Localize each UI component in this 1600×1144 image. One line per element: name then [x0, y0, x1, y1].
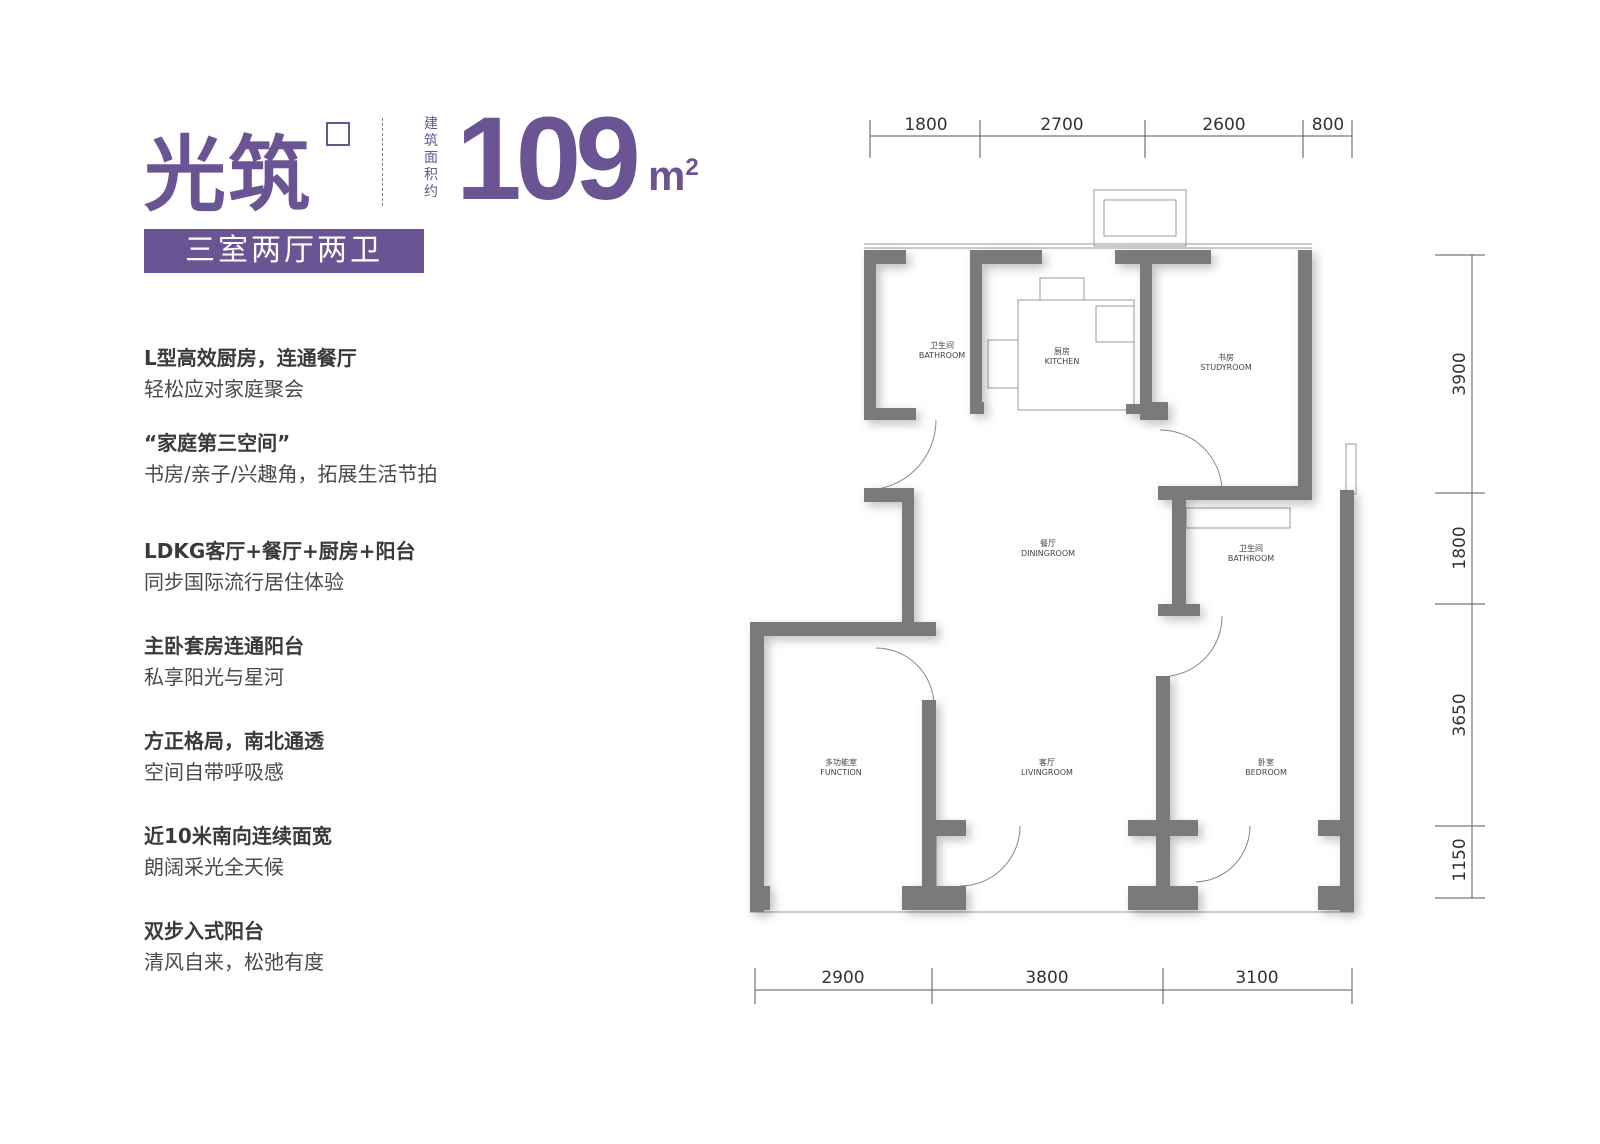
walls — [750, 250, 1354, 912]
seal-logo — [326, 122, 350, 146]
divider — [382, 118, 383, 206]
dim-top: 800 — [1312, 115, 1344, 135]
feature-item: LDKG客厅+餐厅+厨房+阳台同步国际流行居住体验 — [144, 535, 416, 595]
room-en: BATHROOM — [919, 351, 965, 360]
feature-title: 主卧套房连通阳台 — [144, 634, 304, 658]
room-cn: 厨房 — [1054, 346, 1070, 356]
area-value: 109 — [456, 93, 641, 225]
room-en: BEDROOM — [1245, 768, 1287, 777]
room-en: KITCHEN — [1045, 357, 1080, 366]
feature-title: LDKG客厅+餐厅+厨房+阳台 — [144, 539, 416, 563]
room-en: STUDYROOM — [1200, 363, 1252, 372]
feature-sub: 空间自带呼吸感 — [144, 760, 284, 784]
room-cn: 餐厅 — [1040, 539, 1056, 548]
room-cn: 多功能室 — [825, 757, 857, 767]
room-en: LIVINGROOM — [1021, 768, 1073, 777]
dim-bottom: 3800 — [1025, 968, 1068, 988]
feature-sub: 同步国际流行居住体验 — [144, 570, 344, 594]
room-en: FUNCTION — [820, 768, 862, 777]
area-label: 建筑面积约 — [424, 116, 438, 200]
feature-item: 方正格局，南北通透空间自带呼吸感 — [144, 725, 324, 785]
dimension-lines — [754, 120, 1485, 1004]
room-en: BATHROOM — [1228, 554, 1274, 563]
dim-top: 2700 — [1040, 115, 1083, 135]
room-cn: 卧室 — [1258, 757, 1274, 767]
feature-title: 近10米南向连续面宽 — [144, 824, 332, 848]
feature-item: “家庭第三空间” 书房/亲子/兴趣角，拓展生活节拍 — [144, 427, 437, 487]
unit-text: m — [648, 152, 686, 199]
room-cn: 客厅 — [1039, 757, 1055, 767]
feature-sub: 书房/亲子/兴趣角，拓展生活节拍 — [144, 462, 438, 486]
layout-badge: 三室两厅两卫 — [144, 229, 424, 273]
area-unit: m2 — [648, 152, 699, 200]
room-cn: 书房 — [1218, 352, 1234, 362]
room-en: DININGROOM — [1021, 549, 1075, 558]
feature-title: 方正格局，南北通透 — [144, 729, 324, 753]
feature-sub: 轻松应对家庭聚会 — [144, 377, 304, 401]
dim-bottom: 2900 — [821, 968, 864, 988]
dim-right: 3900 — [1450, 352, 1470, 395]
feature-item: 主卧套房连通阳台私享阳光与星河 — [144, 630, 304, 690]
room-cn: 卫生间 — [1239, 543, 1263, 553]
feature-item: 近10米南向连续面宽朗阔采光全天候 — [144, 820, 332, 880]
dim-right: 3650 — [1450, 693, 1470, 736]
dim-right: 1800 — [1450, 526, 1470, 569]
feature-sub: 清风自来，松弛有度 — [144, 950, 324, 974]
dim-top: 1800 — [904, 115, 947, 135]
feature-title: “家庭第三空间” — [144, 431, 291, 455]
unit-sup: 2 — [685, 154, 699, 181]
feature-sub: 私享阳光与星河 — [144, 665, 284, 689]
feature-title: 双步入式阳台 — [144, 919, 264, 943]
dim-top: 2600 — [1202, 115, 1245, 135]
room-cn: 卫生间 — [930, 340, 954, 350]
feature-item: 双步入式阳台清风自来，松弛有度 — [144, 915, 324, 975]
doors — [865, 419, 1251, 887]
feature-title: L型高效厨房，连通餐厅 — [144, 346, 357, 370]
dim-right: 1150 — [1450, 838, 1470, 881]
dim-bottom: 3100 — [1235, 968, 1278, 988]
feature-sub: 朗阔采光全天候 — [144, 855, 284, 879]
project-name: 光筑 — [144, 128, 313, 223]
feature-item: L型高效厨房，连通餐厅轻松应对家庭聚会 — [144, 342, 357, 402]
